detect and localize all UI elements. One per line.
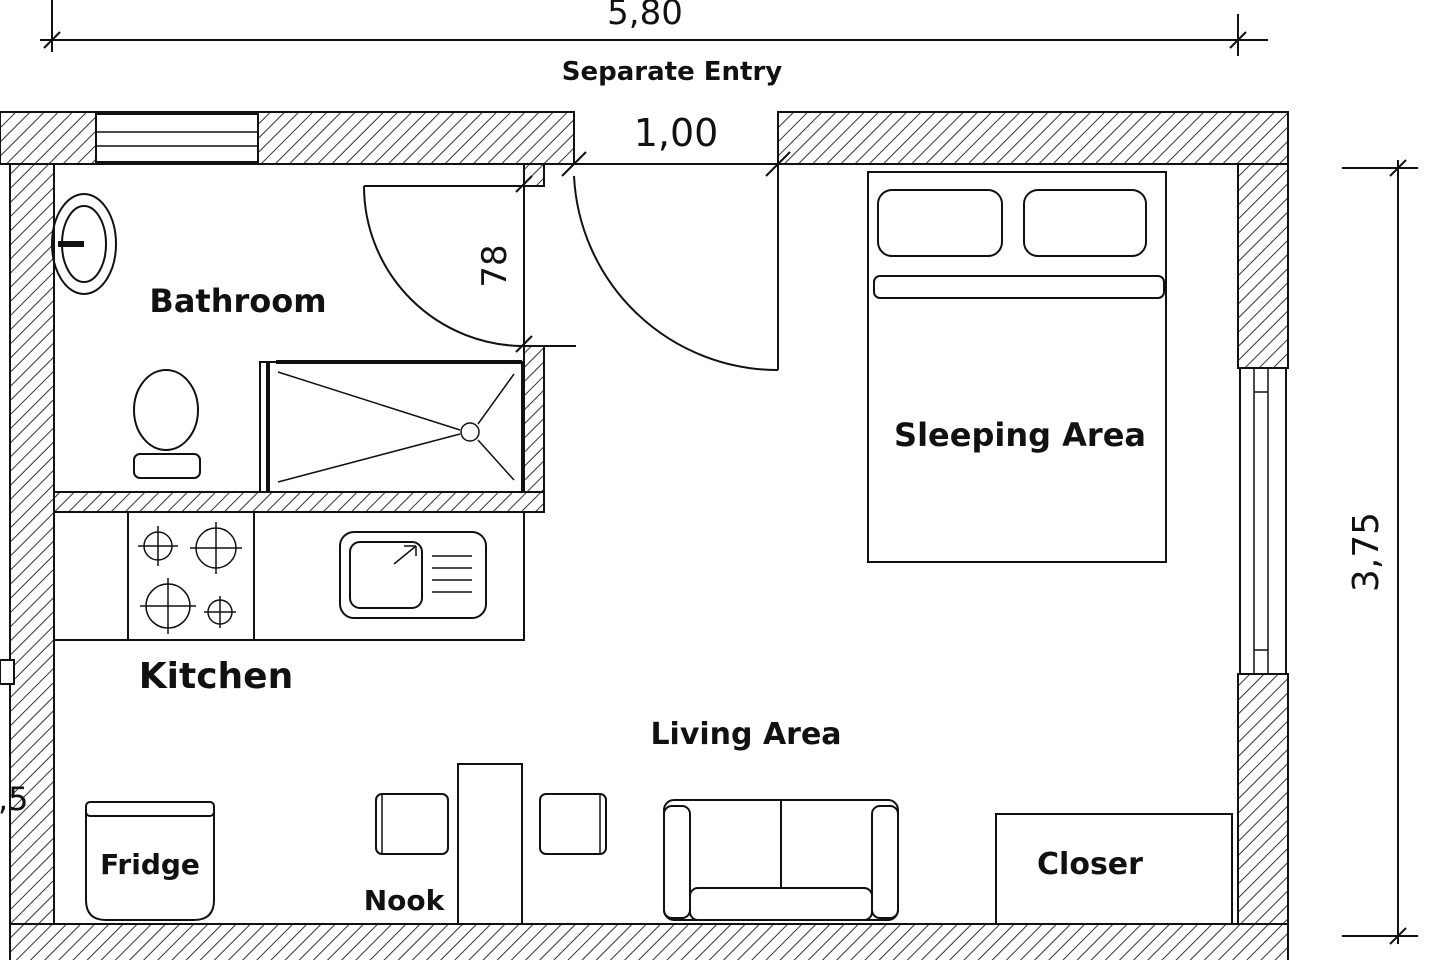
entry-door-width-label: 1,00 [634,111,719,155]
bathroom-door-width-label: 78 [475,244,515,287]
closet [995,813,1233,925]
kitchen-sink [339,531,487,619]
dimension-top: 5,80 Separate Entry [40,0,1268,87]
dimension-right: 3,75 [1342,159,1418,945]
shower [259,360,523,493]
closer-label: Closer [1037,847,1143,882]
bed [867,171,1167,563]
right-window [1239,367,1287,675]
left-wall-opening: ,5 [0,659,29,818]
separate-entry-label: Separate Entry [562,57,783,87]
bathroom-walls [53,163,545,513]
kitchen-label: Kitchen [139,656,293,697]
entry-door: 1,00 [561,111,791,372]
bathroom-window [95,113,259,163]
kitchen-counter [53,511,525,641]
bathroom-sink [51,193,117,295]
left-partial-label: ,5 [0,780,29,818]
nook-label: Nook [364,884,446,917]
sofa [663,799,899,921]
fridge-label: Fridge [100,848,200,881]
bathroom-label: Bathroom [149,282,326,320]
stove [138,522,242,634]
fridge [85,801,215,921]
bathroom-door: 78 [363,175,576,353]
overall-width-label: 5,80 [607,0,683,33]
nook-table [375,763,607,925]
toilet [133,369,201,479]
sleeping-area-label: Sleeping Area [894,416,1146,454]
overall-depth-label: 3,75 [1346,512,1387,592]
living-area-label: Living Area [650,717,841,752]
outer-walls [0,111,1289,960]
